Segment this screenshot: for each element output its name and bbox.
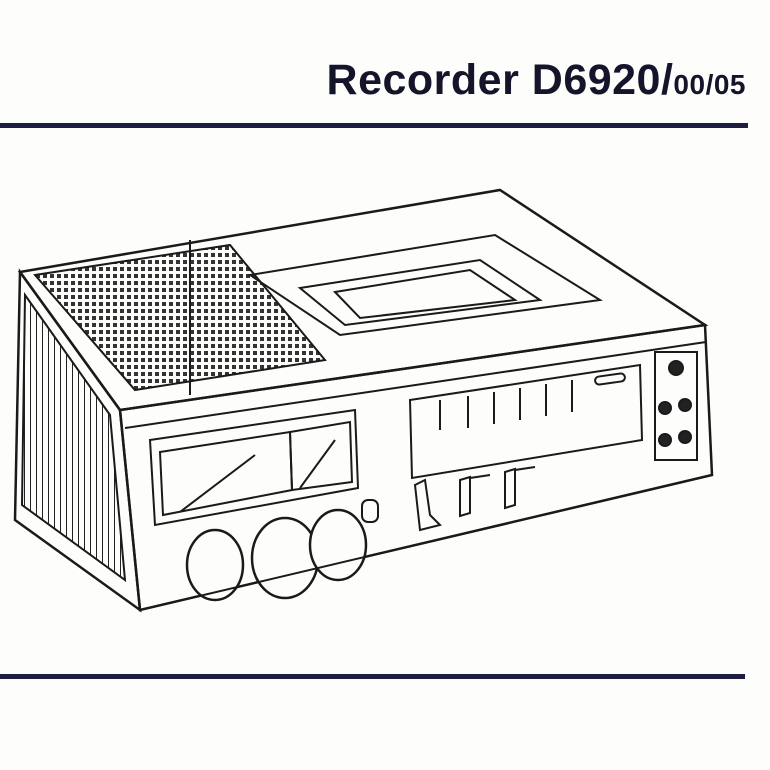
bottom-rule	[0, 674, 745, 679]
title-sub: 00/05	[673, 69, 746, 100]
key-panel	[408, 363, 644, 480]
vu-meter-panel	[148, 408, 360, 527]
knobs	[185, 508, 368, 602]
side-vents	[20, 291, 127, 583]
page-title: Recorder D6920/00/05	[327, 56, 746, 105]
lever	[459, 474, 491, 518]
lever	[413, 478, 442, 532]
piano-keys	[439, 380, 573, 430]
top-rule	[0, 123, 748, 128]
lever	[504, 466, 536, 510]
cassette-window	[297, 258, 543, 327]
title-main: Recorder D6920/	[326, 56, 674, 104]
vu-meter-left	[158, 430, 294, 517]
socket-panel	[654, 351, 698, 461]
cassette-lid	[247, 233, 603, 337]
speaker-grill	[33, 243, 327, 392]
vu-meter-right	[288, 420, 354, 492]
